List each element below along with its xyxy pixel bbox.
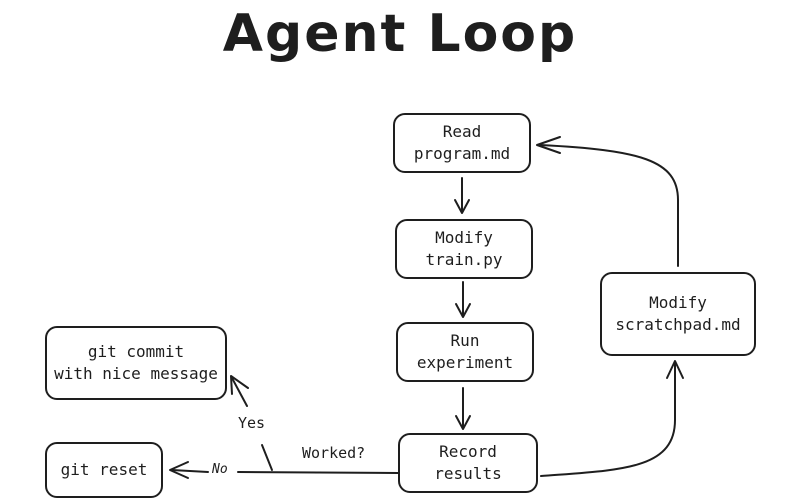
diagram-title: Agent Loop — [222, 4, 578, 64]
arrow-decision-yes-upper — [231, 377, 248, 407]
edge-label-yes: Yes — [238, 414, 266, 432]
node-record-results: Record results — [398, 433, 538, 493]
node-run-experiment-line1: Run — [450, 331, 480, 350]
node-git-commit-line1: git commit — [87, 342, 185, 361]
arrowhead-decision-yes — [230, 375, 249, 395]
node-modify-scratchpad-line1: Modify — [649, 293, 707, 312]
arrowhead-record-to-scratchpad — [666, 360, 684, 379]
node-read-program-line1: Read — [442, 122, 482, 141]
node-read-program: Read program.md — [393, 113, 531, 173]
arrowhead-read-to-modify-train — [454, 199, 470, 214]
arrow-record-to-scratchpad — [540, 361, 676, 477]
node-run-experiment-line2: experiment — [416, 353, 514, 372]
arrow-record-to-decision — [237, 471, 399, 474]
arrowhead-scratchpad-to-read — [536, 136, 561, 154]
node-git-reset: git reset — [45, 442, 163, 498]
node-modify-scratchpad-line2: scratchpad.md — [615, 315, 741, 334]
arrowhead-decision-no — [169, 461, 189, 479]
node-modify-train: Modify train.py — [395, 219, 533, 279]
arrow-decision-no — [171, 469, 209, 473]
node-record-results-line2: results — [434, 464, 502, 483]
node-modify-scratchpad: Modify scratchpad.md — [600, 272, 756, 356]
node-read-program-line2: program.md — [413, 144, 511, 163]
node-record-results-line1: Record — [439, 442, 497, 461]
arrow-decision-yes-lower — [261, 444, 273, 471]
node-run-experiment: Run experiment — [396, 322, 534, 382]
node-git-reset-line1: git reset — [60, 460, 148, 479]
edge-label-no: No — [212, 462, 228, 477]
node-git-commit: git commit with nice message — [45, 326, 227, 400]
arrowhead-modify-train-to-run — [455, 303, 471, 318]
arrow-scratchpad-to-read — [539, 144, 679, 267]
edge-label-worked: Worked? — [302, 444, 366, 462]
node-modify-train-line1: Modify — [435, 228, 493, 247]
arrowhead-run-to-record — [455, 415, 471, 430]
node-modify-train-line2: train.py — [425, 250, 503, 269]
node-git-commit-line2: with nice message — [54, 364, 218, 383]
